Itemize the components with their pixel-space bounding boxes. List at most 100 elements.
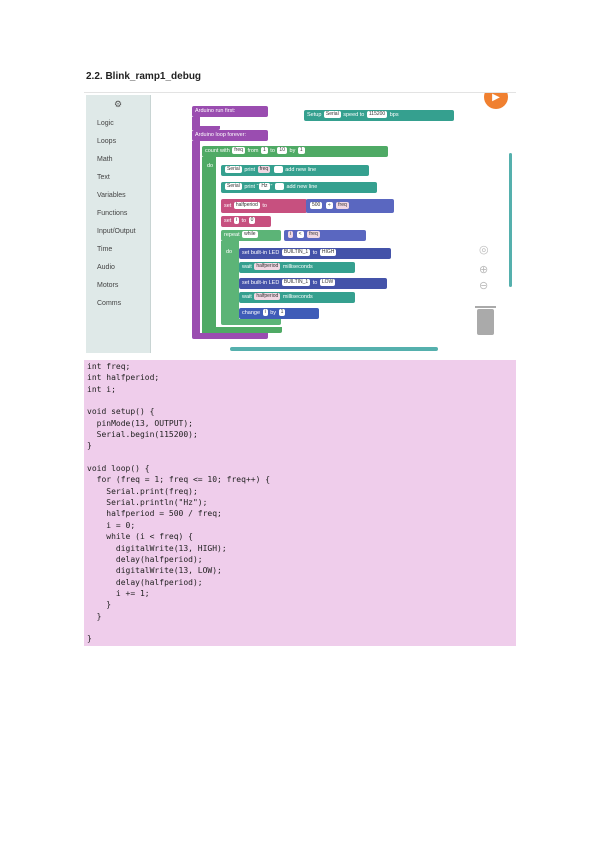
- vertical-scrollbar[interactable]: [509, 153, 512, 287]
- i-var-dropdown[interactable]: i: [233, 217, 239, 225]
- led-low-to: to: [312, 280, 318, 286]
- change-value[interactable]: 1: [278, 309, 286, 317]
- toolbox: ⚙ Logic Loops Math Text Variables Functi…: [86, 95, 151, 353]
- toolbox-audio[interactable]: Audio: [97, 264, 115, 271]
- change-by-label: by: [270, 310, 277, 316]
- count-do-label: do: [207, 163, 214, 169]
- wait-block-1[interactable]: wait halfperiod milliseconds: [239, 262, 355, 273]
- zoom-in-icon[interactable]: ⊕: [479, 264, 489, 276]
- horizontal-scrollbar[interactable]: [230, 347, 438, 351]
- change-var-dropdown[interactable]: i: [262, 309, 268, 317]
- print2-newline-label: add new line: [286, 184, 318, 190]
- set-i-value[interactable]: 0: [248, 217, 256, 225]
- toolbox-math[interactable]: Math: [97, 156, 113, 163]
- count-to-label: to: [270, 148, 275, 154]
- set-halfperiod-set: set: [224, 203, 232, 209]
- arduino-setup-block[interactable]: Arduino run first:: [192, 106, 268, 117]
- print2-value[interactable]: Hz: [259, 183, 270, 191]
- divide-block[interactable]: 500 ÷ freq: [306, 199, 394, 213]
- serial-setup-middle: speed to: [343, 112, 365, 118]
- divide-b-var[interactable]: freq: [336, 202, 349, 210]
- repeat-while-block[interactable]: repeat while: [221, 230, 281, 241]
- wait2-label: wait: [242, 294, 252, 300]
- set-led-low-block[interactable]: set built-in LED BUILTIN_1 to LOW: [239, 278, 387, 289]
- recenter-icon[interactable]: ◎: [479, 244, 489, 256]
- setup-block-body: [192, 117, 200, 130]
- led-high-to: to: [312, 250, 318, 256]
- change-i-block[interactable]: change i by 1: [239, 308, 319, 319]
- wait2-var[interactable]: halfperiod: [254, 293, 281, 301]
- wait1-unit: milliseconds: [282, 264, 313, 270]
- print2-newline-checkbox[interactable]: [274, 183, 284, 191]
- compare-block[interactable]: i < freq: [284, 230, 366, 241]
- toolbox-input-output[interactable]: Input/Output: [97, 228, 136, 235]
- count-from-value[interactable]: 1: [260, 147, 268, 155]
- set-i-to: to: [241, 218, 247, 224]
- count-from-label: from: [247, 148, 259, 154]
- serial-print-freq-block[interactable]: Serial print freq add new line: [221, 165, 369, 176]
- compare-op-dropdown[interactable]: <: [296, 231, 304, 239]
- led-low-pin-dropdown[interactable]: BUILTIN_1: [281, 279, 311, 287]
- print1-newline-label: add new line: [285, 167, 317, 173]
- trash-icon[interactable]: [475, 306, 496, 335]
- repeat-do-label: do: [226, 249, 233, 255]
- repeat-block-body: [221, 241, 239, 323]
- divide-a-value[interactable]: 500: [310, 202, 323, 210]
- count-var-dropdown[interactable]: freq: [232, 147, 245, 155]
- count-by-label: by: [289, 148, 296, 154]
- toolbox-variables[interactable]: Variables: [97, 192, 126, 199]
- led-high-label: set built-in LED: [242, 250, 280, 256]
- serial-setup-block[interactable]: Setup Serial speed to 115200 bps: [304, 110, 454, 121]
- print1-port-dropdown[interactable]: Serial: [225, 166, 242, 174]
- baud-rate-dropdown[interactable]: 115200: [366, 111, 388, 119]
- led-high-pin-dropdown[interactable]: BUILTIN_1: [281, 249, 311, 257]
- led-low-label: set built-in LED: [242, 280, 280, 286]
- led-high-state-dropdown[interactable]: HIGH: [319, 249, 337, 257]
- blockly-workspace[interactable]: ⚙ Logic Loops Math Text Variables Functi…: [84, 92, 516, 360]
- play-button[interactable]: ▶: [484, 93, 508, 109]
- set-halfperiod-to: to: [262, 203, 267, 209]
- toolbox-loops[interactable]: Loops: [97, 138, 117, 145]
- count-by-value[interactable]: 1: [297, 147, 305, 155]
- loop-block-foot: [192, 333, 268, 339]
- wait-block-2[interactable]: wait halfperiod milliseconds: [239, 292, 355, 303]
- set-halfperiod-block[interactable]: set halfperiod to: [221, 199, 307, 213]
- loop-block-body: [192, 141, 200, 337]
- serial-port-dropdown[interactable]: Serial: [323, 111, 341, 119]
- toolbox-functions[interactable]: Functions: [97, 210, 128, 217]
- arduino-loop-block[interactable]: Arduino loop forever:: [192, 130, 268, 141]
- change-label: change: [242, 310, 261, 316]
- repeat-label: repeat: [224, 232, 240, 238]
- repeat-mode-dropdown[interactable]: while: [242, 231, 258, 239]
- print1-newline-checkbox[interactable]: [273, 166, 283, 174]
- print2-action: print: [244, 184, 256, 190]
- print1-action: print: [244, 167, 256, 173]
- count-to-value[interactable]: 10: [277, 147, 287, 155]
- print2-port-dropdown[interactable]: Serial: [225, 183, 242, 191]
- count-with-block[interactable]: count with freq from 1 to 10 by 1: [202, 146, 388, 157]
- gear-icon[interactable]: ⚙: [114, 99, 123, 109]
- zoom-out-icon[interactable]: ⊖: [479, 280, 489, 292]
- wait1-var[interactable]: halfperiod: [254, 263, 281, 271]
- set-i-block[interactable]: set i to 0: [221, 216, 271, 227]
- code-text: int freq; int halfperiod; int i; void se…: [87, 362, 271, 644]
- compare-a-var[interactable]: i: [288, 231, 294, 239]
- set-i-set: set: [224, 218, 232, 224]
- toolbox-logic[interactable]: Logic: [97, 120, 114, 127]
- setup-block-foot: [192, 126, 220, 130]
- print1-value[interactable]: freq: [257, 166, 271, 174]
- halfperiod-var-dropdown[interactable]: halfperiod: [233, 202, 260, 210]
- setup-block-label: Arduino run first:: [195, 108, 236, 114]
- toolbox-time[interactable]: Time: [97, 246, 113, 253]
- section-title: 2.2. Blink_ramp1_debug: [86, 71, 202, 82]
- code-listing: int freq; int halfperiod; int i; void se…: [84, 360, 516, 646]
- set-led-high-block[interactable]: set built-in LED BUILTIN_1 to HIGH: [239, 248, 391, 259]
- compare-b-var[interactable]: freq: [307, 231, 320, 239]
- serial-print-hz-block[interactable]: Serial print “Hz” add new line: [221, 182, 377, 193]
- toolbox-text[interactable]: Text: [97, 174, 110, 181]
- led-low-state-dropdown[interactable]: LOW: [319, 279, 336, 287]
- divide-op-dropdown[interactable]: ÷: [325, 202, 333, 210]
- toolbox-motors[interactable]: Motors: [97, 282, 119, 289]
- serial-setup-prefix: Setup: [307, 112, 322, 118]
- toolbox-comms[interactable]: Comms: [97, 300, 122, 307]
